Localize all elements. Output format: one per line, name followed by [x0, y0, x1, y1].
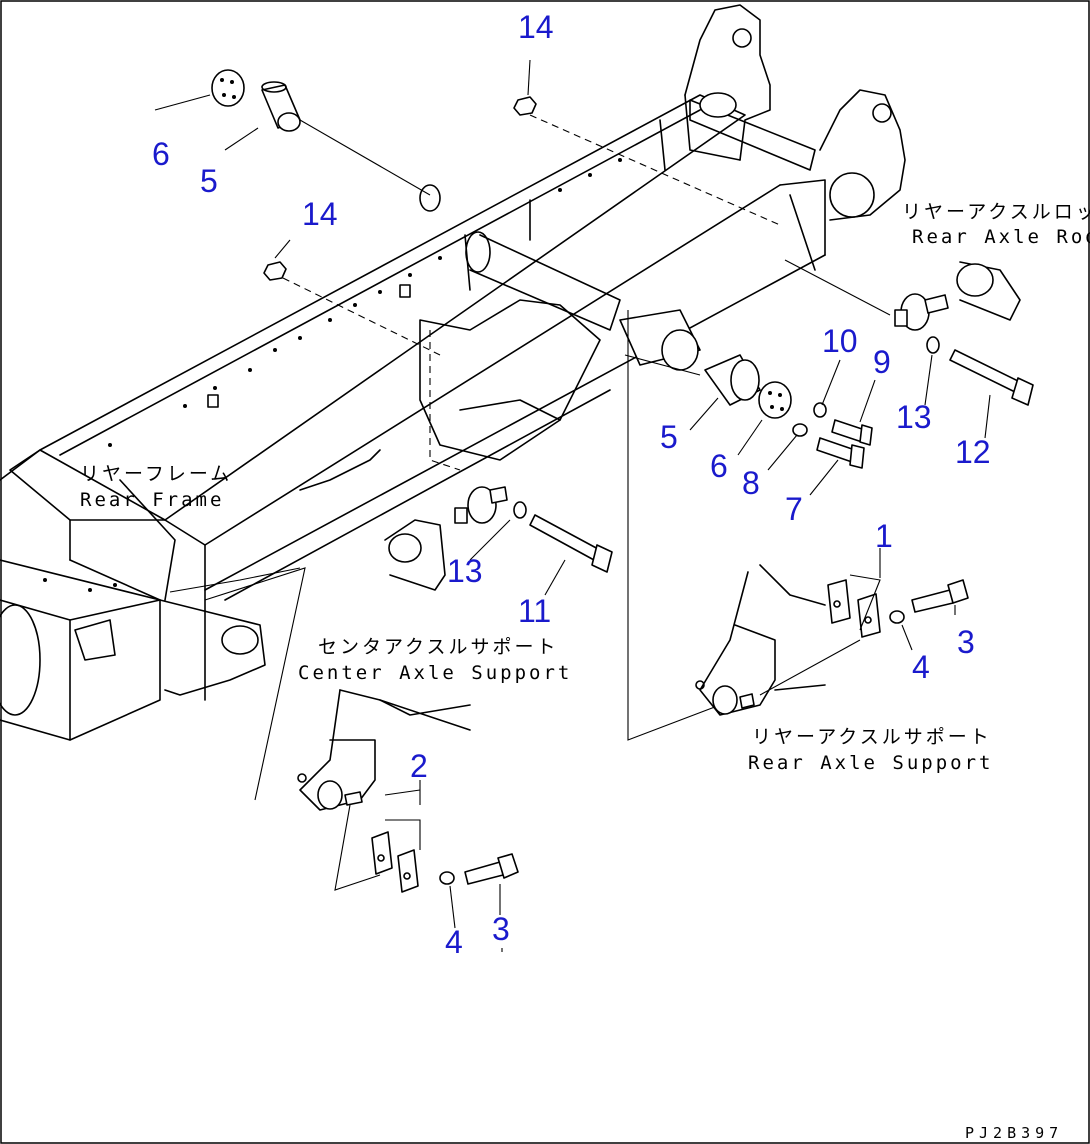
rear-axle-support	[627, 310, 969, 741]
center-axle-support-label-en: Center Axle Support	[298, 662, 572, 684]
callout-14-top: 14	[518, 9, 554, 45]
callout-1: 1	[875, 518, 893, 554]
rear-axle-rod	[894, 261, 1034, 406]
callouts: 14 14 6 5 10 9 5 6 8 7 13 12 13 11 1 3 4…	[152, 9, 991, 960]
rear-frame-label-en: Rear Frame	[80, 489, 224, 511]
rear-axle-support-label-jp: リヤーアクスルサポート	[752, 726, 992, 748]
labels: リヤーフレーム Rear Frame リヤーアクスルロッド Rear Axle …	[80, 201, 1090, 1142]
frame-bolt-holes	[43, 158, 622, 592]
rear-frame	[0, 4, 906, 741]
callout-12: 12	[955, 434, 991, 470]
drawing-code: PJ2B397	[965, 1124, 1063, 1142]
nuts-14	[263, 96, 537, 281]
callout-7: 7	[785, 491, 803, 527]
rear-axle-rod-label-en: Rear Axle Rod	[912, 226, 1090, 248]
callout-5-top: 5	[200, 163, 218, 199]
callout-4-left: 4	[445, 924, 463, 960]
callout-3-right: 3	[957, 624, 975, 660]
callout-3-left: 3	[492, 911, 510, 947]
center-axle-support	[204, 567, 519, 893]
callout-5-right: 5	[660, 419, 678, 455]
callout-13-right: 13	[896, 399, 932, 435]
callout-9: 9	[873, 344, 891, 380]
callout-2: 2	[410, 748, 428, 784]
callout-11: 11	[518, 593, 551, 629]
axle-rod-left	[384, 486, 613, 591]
callout-4-right: 4	[912, 649, 930, 685]
callout-6-top: 6	[152, 136, 170, 172]
callout-13-left: 13	[447, 553, 483, 589]
leader-lines	[154, 59, 991, 952]
callout-8: 8	[742, 465, 760, 501]
right-pin-group	[704, 354, 873, 469]
rear-frame-label-jp: リヤーフレーム	[80, 463, 232, 485]
callout-10: 10	[822, 323, 858, 359]
upper-pin-group	[211, 69, 441, 212]
rear-axle-support-label-en: Rear Axle Support	[748, 752, 993, 774]
center-axle-support-label-jp: センタアクスルサポート	[318, 636, 558, 658]
rear-axle-rod-label-jp: リヤーアクスルロッド	[902, 201, 1090, 223]
callout-14-left: 14	[302, 196, 338, 232]
callout-6-right: 6	[710, 448, 728, 484]
